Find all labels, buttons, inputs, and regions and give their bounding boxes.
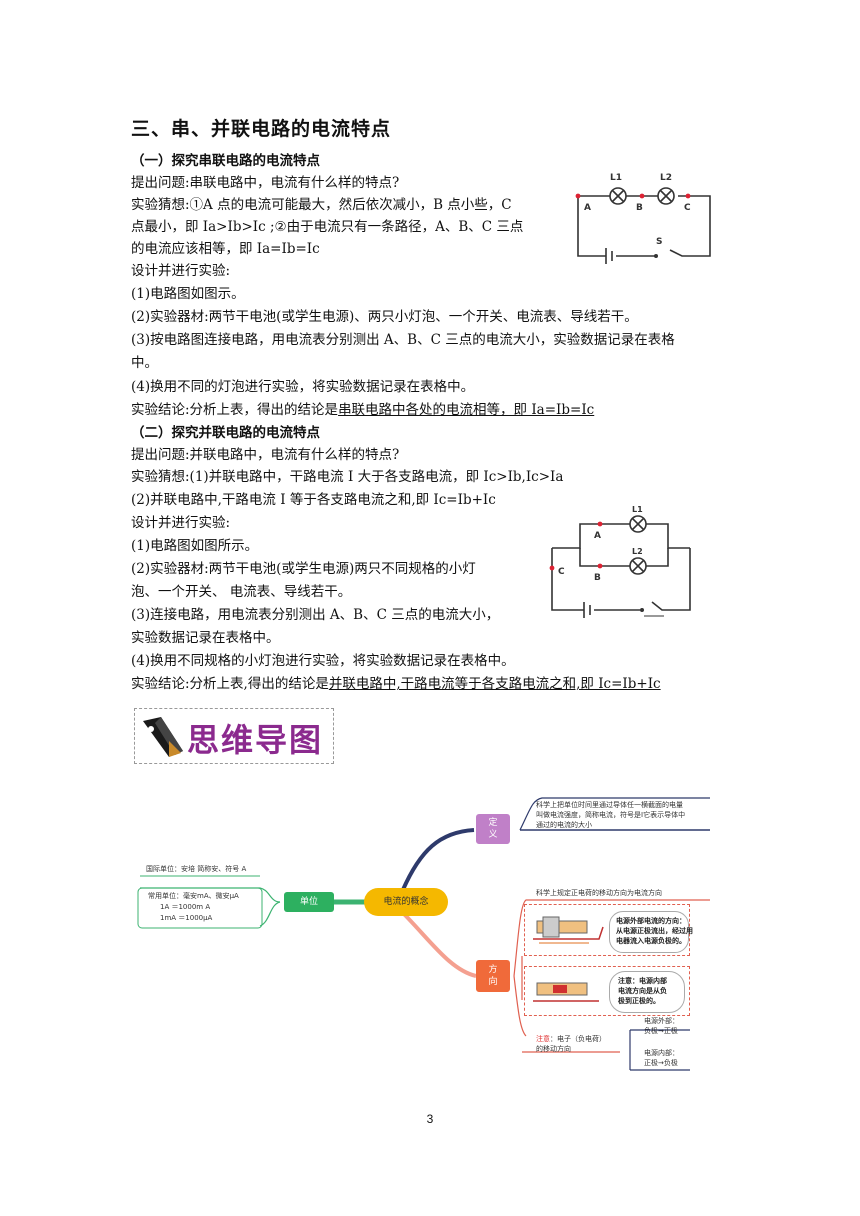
inside-current-bubble: 注意：电源内部 电流方向是从负 极到正极的。 — [609, 971, 685, 1013]
outer-direction-label: 电源外部： — [644, 1017, 679, 1025]
parallel-point-a-dot — [597, 521, 603, 527]
parallel-conclusion-prefix: 实验结论:分析上表,得出的结论是 — [131, 676, 329, 692]
series-conclusion-underlined: 串联电路中各处的电流相等，即 Ia=Ib=Ic — [338, 402, 595, 418]
unit-common-text-3: 1mA ＝1000μA — [160, 914, 213, 922]
series-step-3b: 中。 — [131, 355, 158, 371]
inside-current-illustration: 注意：电源内部 电流方向是从负 极到正极的。 — [524, 966, 690, 1016]
series-label-s: S — [656, 237, 662, 247]
series-guess-3: 的电流应该相等，即 Ia=Ib=Ic — [131, 241, 320, 257]
parallel-label-l1: L1 — [632, 506, 643, 514]
series-conclusion: 实验结论:分析上表，得出的结论是串联电路中各处的电流相等，即 Ia=Ib=Ic — [131, 399, 594, 421]
parallel-step-3b: 实验数据记录在表格中。 — [131, 630, 280, 646]
definition-node-char-2: 义 — [488, 830, 498, 840]
parallel-label-a: A — [594, 531, 601, 541]
inner-direction-value: 正极→负极 — [644, 1059, 678, 1067]
series-point-a-dot — [575, 193, 581, 199]
series-step-1: (1)电路图如图示。 — [131, 286, 245, 302]
section-title: 三、串、并联电路的电流特点 — [131, 118, 392, 140]
parallel-step-1: (1)电路图如图所示。 — [131, 538, 259, 554]
series-circuit-diagram: A B C L1 L2 S — [575, 173, 711, 264]
series-label-a: A — [584, 203, 591, 213]
bubble-2-line-2: 电流方向是从负 — [618, 987, 667, 995]
bubble-2-line-3: 极到正极的。 — [618, 997, 660, 1005]
direction-node-char-1: 方 — [488, 965, 498, 975]
parallel-label-l2: L2 — [632, 547, 643, 556]
parallel-guess-1: 实验猜想:(1)并联电路中，干路电流 I 大于各支路电流，即 Ic>Ib,Ic>… — [131, 469, 564, 485]
inner-direction-label: 电源内部： — [644, 1049, 679, 1057]
electron-note-rest: ：电子（负电荷） — [550, 1035, 606, 1043]
parallel-design: 设计并进行实验: — [131, 515, 231, 531]
parallel-conclusion: 实验结论:分析上表,得出的结论是并联电路中,干路电流等于各支路电流之和,即 Ic… — [131, 673, 661, 695]
series-label-b: B — [636, 203, 643, 213]
mind-map-banner: 思维导图 — [134, 708, 334, 764]
direction-node: 方 向 — [476, 960, 510, 992]
parallel-step-4: (4)换用不同规格的小灯泡进行实验，将实验数据记录在表格中。 — [131, 653, 515, 669]
outside-current-illustration: 电源外部电流的方向： 从电源正极流出，经过用 电器流入电源负极的。 — [524, 904, 693, 956]
center-node: 电流的概念 — [364, 888, 448, 916]
series-question: 提出问题:串联电路中，电流有什么样的特点? — [131, 175, 400, 191]
page-number: 3 — [426, 1112, 434, 1126]
series-step-3a: (3)按电路图连接电路，用电流表分别测出 A、B、C 三点的电流大小，实验数据记… — [131, 332, 675, 348]
series-guess-1: 实验猜想:①A 点的电流可能最大，然后依次减小，B 点小些，C — [131, 197, 512, 213]
pen-icon — [143, 717, 183, 757]
parallel-point-c-dot — [549, 565, 555, 571]
direction-node-char-2: 向 — [488, 977, 498, 987]
series-guess-2: 点最小，即 Ia>Ib>Ic ;②由于电流只有一条路径，A、B、C 三点 — [131, 219, 524, 235]
series-step-2: (2)实验器材:两节干电池(或学生电源)、两只小灯泡、一个开关、电流表、导线若干… — [131, 309, 638, 325]
electron-note-line-1: 注意：电子（负电荷） — [536, 1034, 606, 1044]
unit-si-text: 国际单位：安培 简称安、符号 A — [146, 865, 247, 873]
mind-map: 电流的概念 单位 定 义 方 向 国际单位：安培 简称安、符号 A 常用单位：毫… — [120, 780, 720, 1080]
mind-map-connectors — [137, 797, 710, 1071]
parallel-guess-2: (2)并联电路中,干路电流 I 等于各支路电流之和,即 Ic=Ib+Ic — [131, 492, 496, 508]
bubble-2-line-1: 注意：电源内部 — [618, 977, 667, 985]
parallel-step-2b: 泡、一个开关、 电流表、导线若干。 — [131, 584, 352, 600]
series-heading: （一）探究串联电路的电流特点 — [131, 153, 320, 169]
series-switch-pivot — [654, 254, 658, 258]
parallel-conclusion-underlined: 并联电路中,干路电流等于各支路电流之和,即 Ic=Ib+Ic — [328, 676, 661, 692]
direction-text: 科学上规定正电荷的移动方向为电流方向 — [536, 889, 662, 897]
unit-common-text-1: 常用单位：毫安mA、微安μA — [148, 892, 239, 900]
parallel-circuit-diagram: A B C L1 L2 — [549, 506, 691, 618]
parallel-label-b: B — [594, 573, 601, 583]
outer-direction-value: 负极→正极 — [644, 1027, 678, 1035]
series-point-b-dot — [639, 193, 645, 199]
definition-node-char-1: 定 — [488, 818, 498, 828]
bubble-1-line-2: 从电源正极流出，经过用 — [616, 927, 693, 935]
electron-note-label: 注意 — [536, 1035, 550, 1043]
unit-common-text-2: 1A ＝1000m A — [160, 903, 211, 911]
parallel-label-c: C — [558, 567, 565, 577]
parallel-heading: （二）探究并联电路的电流特点 — [131, 425, 320, 441]
parallel-question: 提出问题:并联电路中，电流有什么样的特点? — [131, 447, 400, 463]
definition-text-3: 通过的电流的大小 — [536, 821, 592, 829]
series-conclusion-prefix: 实验结论:分析上表，得出的结论是 — [131, 402, 339, 418]
circuit-sketch-icon — [533, 916, 604, 944]
series-point-c-dot — [685, 193, 691, 199]
definition-node: 定 义 — [476, 814, 510, 844]
series-label-l1: L1 — [610, 173, 622, 183]
mind-map-title: 思维导图 — [187, 721, 324, 759]
parallel-point-b-dot — [597, 563, 603, 569]
bubble-1-line-3: 电器流入电源负极的。 — [616, 937, 686, 945]
bubble-1-line-1: 电源外部电流的方向： — [616, 917, 686, 925]
series-label-l2: L2 — [660, 173, 672, 183]
definition-text-2: 叫做电流强度，简称电流，符号是I它表示导体中 — [536, 811, 686, 819]
series-label-c: C — [684, 203, 691, 213]
outside-current-bubble: 电源外部电流的方向： 从电源正极流出，经过用 电器流入电源负极的。 — [609, 911, 693, 953]
parallel-switch-pivot — [640, 608, 644, 612]
battery-sketch-icon — [533, 982, 599, 1002]
parallel-step-2a: (2)实验器材:两节干电池(或学生电源)两只不同规格的小灯 — [131, 561, 476, 577]
parallel-step-3a: (3)连接电路，用电流表分别测出 A、B、C 三点的电流大小， — [131, 607, 500, 623]
definition-text-1: 科学上把单位时间里通过导体任一横截面的电量 — [536, 801, 683, 809]
series-design: 设计并进行实验: — [131, 263, 231, 279]
series-step-4: (4)换用不同的灯泡进行实验，将实验数据记录在表格中。 — [131, 379, 475, 395]
unit-node: 单位 — [284, 892, 334, 912]
electron-note-line-2: 的移动方向 — [536, 1045, 571, 1053]
